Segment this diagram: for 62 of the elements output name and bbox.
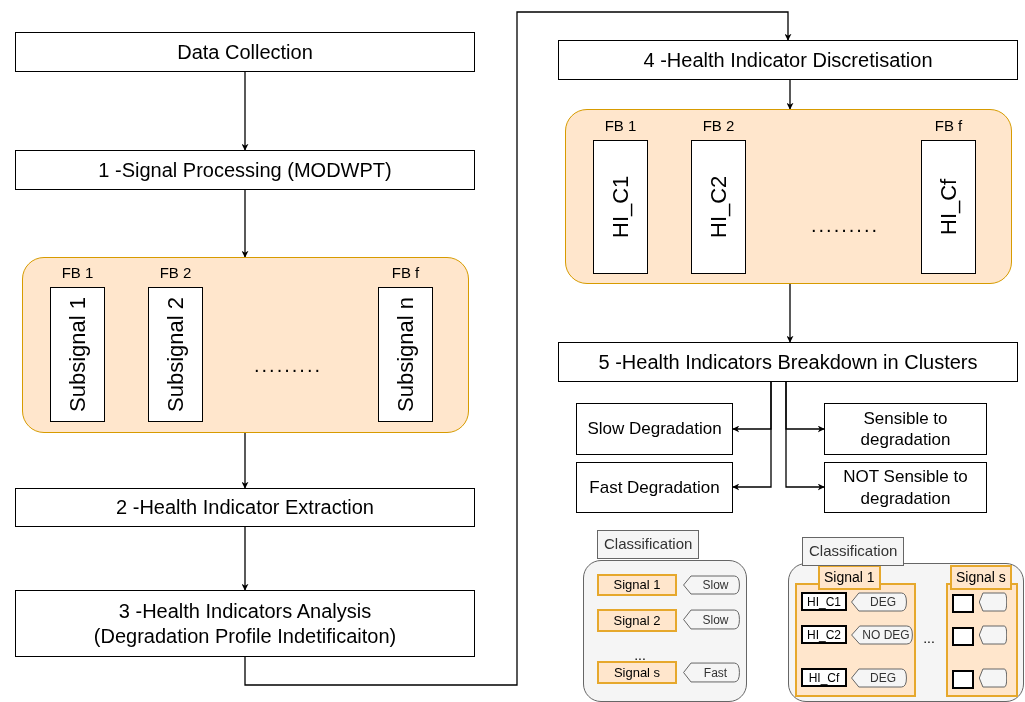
- process-box: Data Collection: [15, 32, 475, 72]
- panel-tab: Classification: [802, 537, 905, 566]
- empty-box: [565, 109, 1012, 284]
- band-label: FB 2: [158, 263, 193, 283]
- band-label: FB f: [390, 263, 421, 283]
- category-box: Fast Degradation: [576, 462, 733, 513]
- label-tag: Fast: [683, 662, 740, 683]
- signal-panel: [795, 583, 916, 697]
- empty-box: [952, 670, 974, 689]
- arrow: [244, 11, 792, 686]
- band-label: FB f: [933, 116, 964, 136]
- empty-box: [952, 594, 974, 613]
- band-box: Subsignal n: [378, 287, 433, 422]
- band-box: HI_C1: [593, 140, 648, 274]
- indicator-box: HI_Cf: [801, 668, 847, 687]
- signal-box: Signal 1: [597, 574, 677, 596]
- ellipsis-text: .........: [254, 353, 322, 378]
- arrow: [732, 381, 772, 491]
- process-box: 5 -Health Indicators Breakdown in Clusters: [558, 342, 1018, 382]
- label-tag: DEG: [851, 668, 907, 688]
- empty-box: [952, 627, 974, 646]
- signal-box: Signal 2: [597, 609, 677, 632]
- panel-tab: Signal s: [950, 565, 1012, 590]
- ellipsis-text: ...: [923, 629, 935, 648]
- category-box: NOT Sensible to degradation: [824, 462, 987, 513]
- arrow: [785, 381, 825, 491]
- category-box: Slow Degradation: [576, 403, 733, 455]
- label-tag: DEG: [851, 592, 907, 612]
- category-box: Sensible to degradation: [824, 403, 987, 455]
- empty-box: [22, 257, 469, 433]
- band-box: HI_Cf: [921, 140, 976, 274]
- classification-panel: [583, 560, 747, 702]
- arrow: [241, 189, 249, 258]
- band-box: Subsignal 1: [50, 287, 105, 422]
- empty-label-tag: [979, 668, 1007, 688]
- arrow: [241, 71, 249, 151]
- indicator-box: HI_C2: [801, 625, 847, 644]
- label-tag: Slow: [683, 609, 740, 630]
- band-label: FB 1: [603, 116, 638, 136]
- classification-panel: [788, 563, 1024, 702]
- signal-box: Signal s: [597, 661, 677, 684]
- band-box: Subsignal 2: [148, 287, 203, 422]
- indicator-box: HI_C1: [801, 592, 847, 611]
- empty-label-tag: [979, 592, 1007, 612]
- process-box: 3 -Health Indicators Analysis (Degradation Profile Indetificaiton): [15, 590, 475, 657]
- empty-label-tag: [979, 625, 1007, 645]
- label-tag: Slow: [683, 575, 740, 595]
- process-box: 4 -Health Indicator Discretisation: [558, 40, 1018, 80]
- band-label: FB 2: [701, 116, 736, 136]
- signal-panel: [946, 583, 1018, 697]
- ellipsis-text: .........: [811, 213, 879, 238]
- process-box: 1 -Signal Processing (MODWPT): [15, 150, 475, 190]
- label-tag: NO DEG: [851, 625, 913, 645]
- arrow: [786, 79, 794, 110]
- band-box: HI_C2: [691, 140, 746, 274]
- panel-tab: Classification: [597, 530, 700, 559]
- arrow: [241, 432, 249, 489]
- band-label: FB 1: [60, 263, 95, 283]
- process-box: 2 -Health Indicator Extraction: [15, 488, 475, 527]
- panel-tab: Signal 1: [818, 565, 881, 590]
- arrow: [241, 526, 249, 591]
- arrow: [786, 283, 794, 343]
